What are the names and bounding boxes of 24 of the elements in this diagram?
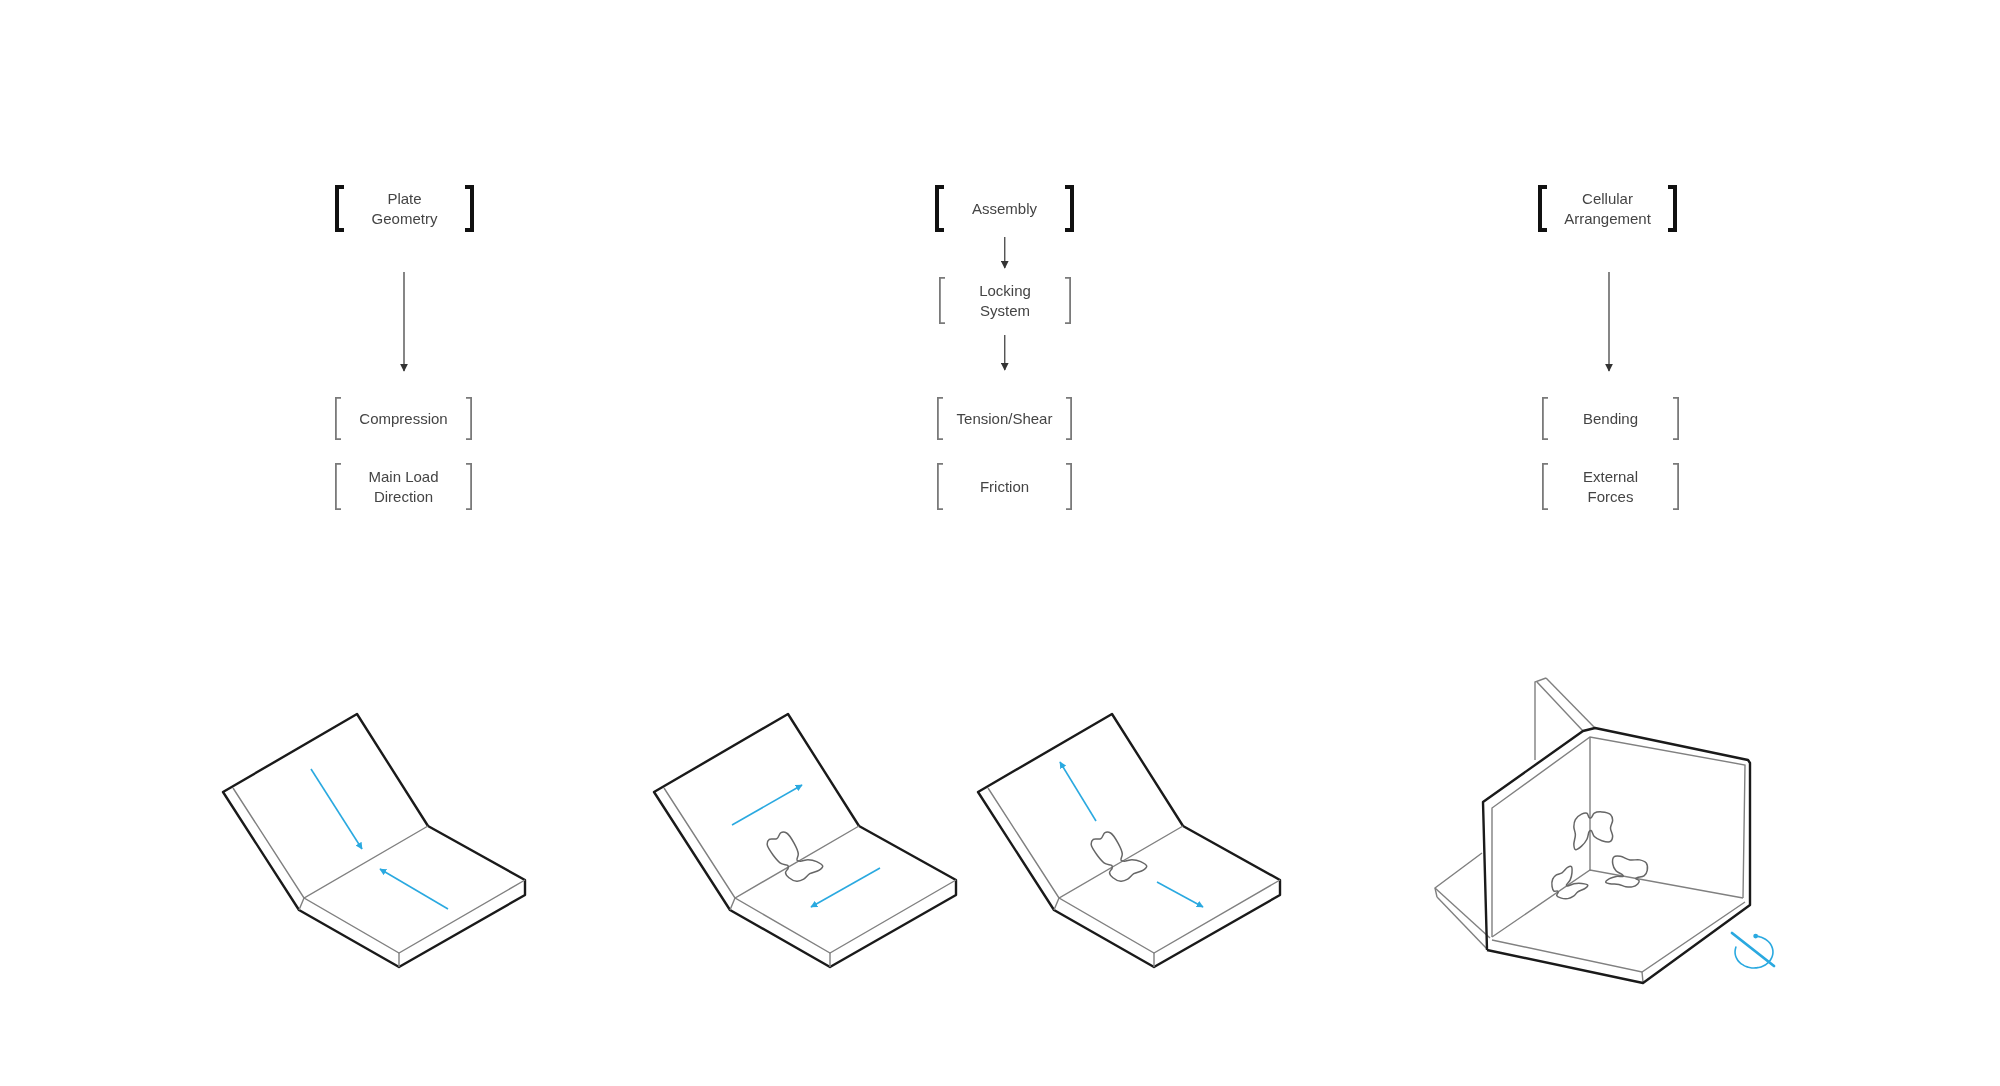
arrow bbox=[1000, 334, 1009, 371]
term-text: Main Load Direction bbox=[367, 466, 440, 507]
bracketed-term bbox=[937, 397, 1072, 440]
bracketed-term bbox=[939, 277, 1071, 324]
bracketed-term bbox=[335, 397, 472, 440]
term-text: Cellular Arrangement bbox=[1563, 188, 1652, 229]
bracketed-term bbox=[1542, 463, 1679, 510]
term-text: Friction bbox=[979, 476, 1030, 497]
term-text: Bending bbox=[1582, 408, 1639, 429]
term-text: Plate Geometry bbox=[370, 188, 439, 229]
term-text: Locking System bbox=[978, 280, 1032, 321]
term-text: Assembly bbox=[972, 198, 1037, 219]
arrow bbox=[1605, 271, 1613, 372]
term-text: External Forces bbox=[1582, 466, 1639, 507]
bracketed-term bbox=[335, 185, 474, 232]
bracketed-term bbox=[935, 185, 1074, 232]
term-text: Tension/Shear bbox=[956, 408, 1053, 429]
arrow bbox=[1000, 236, 1009, 269]
bracketed-term bbox=[1538, 185, 1677, 232]
term-text: Compression bbox=[359, 408, 448, 429]
bracketed-term bbox=[1542, 397, 1679, 440]
bracketed-term bbox=[335, 463, 472, 510]
bracketed-term bbox=[937, 463, 1072, 510]
arrow bbox=[400, 271, 408, 372]
